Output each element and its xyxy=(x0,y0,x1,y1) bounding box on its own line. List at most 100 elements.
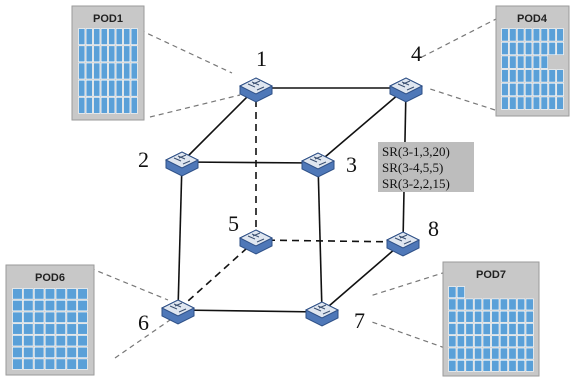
server-cell xyxy=(524,28,533,42)
server-cell xyxy=(66,311,77,323)
server-cell xyxy=(525,298,534,311)
server-cell xyxy=(474,310,483,323)
server-cell xyxy=(517,41,525,56)
server-cell xyxy=(491,298,500,311)
server-cell xyxy=(556,96,564,110)
server-cell xyxy=(85,45,93,63)
server-cell xyxy=(55,335,66,347)
server-cell xyxy=(501,28,509,42)
server-cell xyxy=(456,298,465,311)
server-cell xyxy=(85,28,93,45)
server-cell xyxy=(123,45,131,63)
server-cell xyxy=(499,310,508,323)
pod7-label: POD7 xyxy=(476,269,506,281)
server-cell xyxy=(44,311,56,323)
node-label-2: 2 xyxy=(138,147,149,172)
server-cell xyxy=(100,79,108,97)
server-cell xyxy=(556,41,564,56)
link-3-7 xyxy=(317,162,323,313)
server-cell xyxy=(77,323,88,335)
server-cell xyxy=(108,79,116,97)
server-cell xyxy=(55,311,66,323)
server-cell xyxy=(517,335,526,348)
server-cell xyxy=(524,96,533,110)
server-cell xyxy=(517,298,526,311)
server-cell xyxy=(66,335,77,347)
server-cell xyxy=(465,323,474,335)
server-cell xyxy=(525,310,534,323)
server-cell xyxy=(78,45,86,63)
switch-3-icon xyxy=(300,152,336,178)
server-cell xyxy=(508,310,517,323)
server-cell xyxy=(508,323,517,335)
server-cell xyxy=(501,55,509,69)
link-5-8 xyxy=(255,239,404,243)
server-cell xyxy=(93,97,101,114)
server-cell xyxy=(509,28,517,42)
server-cell xyxy=(525,335,534,348)
switch-6-icon xyxy=(160,299,196,325)
server-cell xyxy=(517,69,525,83)
server-cell xyxy=(509,55,517,69)
server-cell xyxy=(499,347,508,360)
server-cell xyxy=(34,346,45,358)
server-cell xyxy=(448,360,457,372)
server-cell xyxy=(34,300,45,312)
server-cell xyxy=(44,335,56,347)
server-cell xyxy=(23,300,34,312)
server-cell xyxy=(532,69,541,83)
server-cell xyxy=(548,82,556,97)
server-cell xyxy=(474,360,483,372)
server-cell xyxy=(448,323,457,335)
pod-pod1: POD1 xyxy=(71,5,145,121)
pod4-server-grid xyxy=(501,28,564,110)
server-cell xyxy=(123,62,131,80)
node-label-4: 4 xyxy=(411,41,422,66)
route-entry-2: SR(3-4,5,5) xyxy=(382,160,443,175)
server-cell xyxy=(77,346,88,358)
server-cell xyxy=(78,97,86,114)
server-cell xyxy=(465,360,474,372)
server-cell xyxy=(456,286,465,298)
server-cell xyxy=(55,323,66,335)
server-cell xyxy=(77,300,88,312)
server-cell xyxy=(456,335,465,348)
server-cell xyxy=(85,97,93,114)
server-cell xyxy=(548,28,556,42)
server-cell xyxy=(78,62,86,80)
server-cell xyxy=(100,62,108,80)
server-cell xyxy=(465,298,474,311)
server-cell xyxy=(77,288,88,300)
server-cell xyxy=(77,311,88,323)
server-cell xyxy=(44,300,56,312)
server-cell xyxy=(499,360,508,372)
server-cell xyxy=(508,347,517,360)
server-cell xyxy=(448,335,457,348)
server-cell xyxy=(66,288,77,300)
server-cell xyxy=(12,300,23,312)
server-cell xyxy=(524,41,533,56)
server-cell xyxy=(23,311,34,323)
pod-pod6: POD6 xyxy=(5,264,95,376)
server-cell xyxy=(540,28,548,42)
server-cell xyxy=(108,45,116,63)
switch-8-icon xyxy=(385,231,421,257)
server-cell xyxy=(482,323,491,335)
server-cell xyxy=(508,298,517,311)
server-cell xyxy=(532,28,541,42)
server-cell xyxy=(448,286,457,298)
server-cell xyxy=(548,69,556,83)
server-cell xyxy=(517,310,526,323)
switch-1-icon xyxy=(238,77,274,103)
route-entry-1: SR(3-1,3,20) xyxy=(382,144,450,159)
server-cell xyxy=(130,79,138,97)
server-cell xyxy=(93,62,101,80)
server-cell xyxy=(482,360,491,372)
server-cell xyxy=(456,360,465,372)
server-cell xyxy=(532,96,541,110)
server-cell xyxy=(556,28,564,42)
switch-4-icon xyxy=(388,77,424,103)
server-cell xyxy=(12,346,23,358)
server-cell xyxy=(123,28,131,45)
server-cell xyxy=(66,358,77,370)
